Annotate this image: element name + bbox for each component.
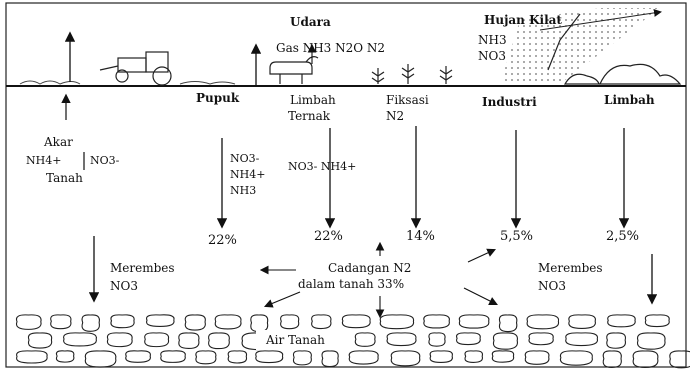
- cobble-stone: [147, 315, 175, 327]
- cobble-stone: [493, 333, 517, 349]
- no3-label: NO3-: [90, 154, 120, 167]
- fiksasi-label-2: N2: [386, 109, 404, 123]
- arrow-reservoir-right-up: [468, 250, 494, 262]
- cobble-stone: [196, 351, 216, 364]
- cobble-stone: [111, 315, 134, 328]
- cobble-stone: [424, 315, 450, 328]
- cobble-stone: [633, 351, 658, 368]
- cobble-stone: [312, 315, 331, 329]
- gas-label: Gas NH3 N2O N2: [276, 41, 385, 55]
- cobble-stone: [527, 315, 559, 329]
- cobble-stone: [603, 351, 621, 367]
- cobble-stone: [228, 351, 246, 363]
- cobble-stone: [145, 333, 169, 347]
- cobble-stone: [16, 315, 41, 329]
- cobble-stone: [670, 351, 690, 368]
- cobble-stone: [126, 351, 151, 362]
- cobble-stone: [529, 333, 553, 345]
- cobble-stone: [560, 351, 592, 365]
- cobble-stone: [637, 333, 665, 349]
- fertilizer-form: NH3: [230, 184, 256, 197]
- cobble-stone: [525, 351, 549, 364]
- leach-left-line-2: NO3: [110, 279, 138, 293]
- nh4-label: NH4+: [26, 154, 61, 167]
- cobble-stone: [459, 315, 489, 328]
- cobble-stone: [380, 315, 413, 329]
- cobble-stone: [349, 351, 378, 364]
- cobble-stone: [645, 315, 669, 327]
- cobble-stone: [391, 351, 420, 366]
- limbah-ternak-percent: 22%: [314, 229, 343, 244]
- leach-left-line-1: Merembes: [110, 261, 175, 275]
- cobble-stone: [215, 315, 241, 329]
- cobble-stone: [430, 351, 452, 363]
- cobble-stone: [185, 315, 205, 330]
- cobble-stone: [161, 351, 186, 363]
- rain-no3-label: NO3: [478, 49, 506, 63]
- limbah-label: Limbah: [604, 93, 655, 107]
- cobble-stone: [607, 333, 626, 348]
- tractor-icon: [100, 52, 171, 85]
- cobble-stone: [569, 315, 596, 329]
- leach-right-line-2: NO3: [538, 279, 566, 293]
- limbah-ternak-label-1: Limbah: [290, 93, 336, 107]
- cobble-stone: [465, 351, 482, 363]
- fertilizer-form: NH4+: [230, 168, 265, 181]
- cobble-stone: [209, 333, 230, 349]
- rain-nh3-label: NH3: [478, 33, 507, 47]
- cobble-stone: [608, 315, 635, 327]
- cobble-stone: [355, 333, 375, 346]
- plant-icons: [372, 64, 452, 84]
- cobble-stone: [251, 315, 268, 332]
- akar-label: Akar: [43, 135, 73, 149]
- groundwater-label: Air Tanah: [265, 333, 325, 347]
- arrow-reservoir-down-left: [266, 292, 300, 306]
- cobble-stone: [281, 315, 299, 329]
- cow-icon: [270, 57, 318, 84]
- arrow-reservoir-down-right: [464, 288, 496, 304]
- groundwater-rock-layer: [16, 315, 690, 368]
- cobble-stone: [457, 333, 481, 345]
- industri-label: Industri: [482, 95, 537, 109]
- cobble-stone: [51, 315, 71, 329]
- cobble-stone: [179, 333, 199, 349]
- cobble-stone: [64, 333, 97, 346]
- fertilizer-form: NO3-: [230, 152, 260, 165]
- cobble-stone: [256, 351, 283, 363]
- udara-label: Udara: [290, 15, 331, 29]
- cobble-stone: [499, 315, 516, 332]
- cobble-stone: [322, 351, 338, 367]
- cobble-stone: [566, 333, 598, 346]
- cobble-stone: [17, 351, 48, 363]
- fertilizer-forms: NO3- NH4+ NH3: [230, 152, 265, 197]
- grass-left: [20, 81, 80, 84]
- cobble-stone: [492, 351, 513, 362]
- cobble-stone: [342, 315, 370, 328]
- cobble-stone: [56, 351, 73, 362]
- grass-mid: [180, 82, 235, 85]
- leach-right-line-1: Merembes: [538, 261, 603, 275]
- fiksasi-label-1: Fiksasi: [386, 93, 429, 107]
- limbah-ternak-label-2: Ternak: [288, 109, 331, 123]
- rock-icon: [600, 64, 680, 84]
- industri-percent: 5,5%: [500, 229, 533, 244]
- reservoir-line-2: dalam tanah 33%: [298, 277, 404, 291]
- cobble-stone: [387, 333, 416, 346]
- hujan-kilat-label: Hujan Kilat: [484, 13, 562, 27]
- pupuk-percent: 22%: [208, 233, 237, 248]
- pupuk-label: Pupuk: [196, 91, 240, 105]
- cobble-stone: [107, 333, 132, 347]
- cobble-stone: [85, 351, 116, 367]
- tanah-label: Tanah: [46, 171, 83, 185]
- cobble-stone: [82, 315, 99, 331]
- fiksasi-percent: 14%: [406, 229, 435, 244]
- reservoir-line-1: Cadangan N2: [328, 261, 411, 275]
- limbah-percent: 2,5%: [606, 229, 639, 244]
- cobble-stone: [28, 333, 51, 348]
- cobble-stone: [429, 333, 445, 346]
- manure-forms-label: NO3- NH4+: [288, 160, 356, 173]
- cobble-stone: [293, 351, 311, 365]
